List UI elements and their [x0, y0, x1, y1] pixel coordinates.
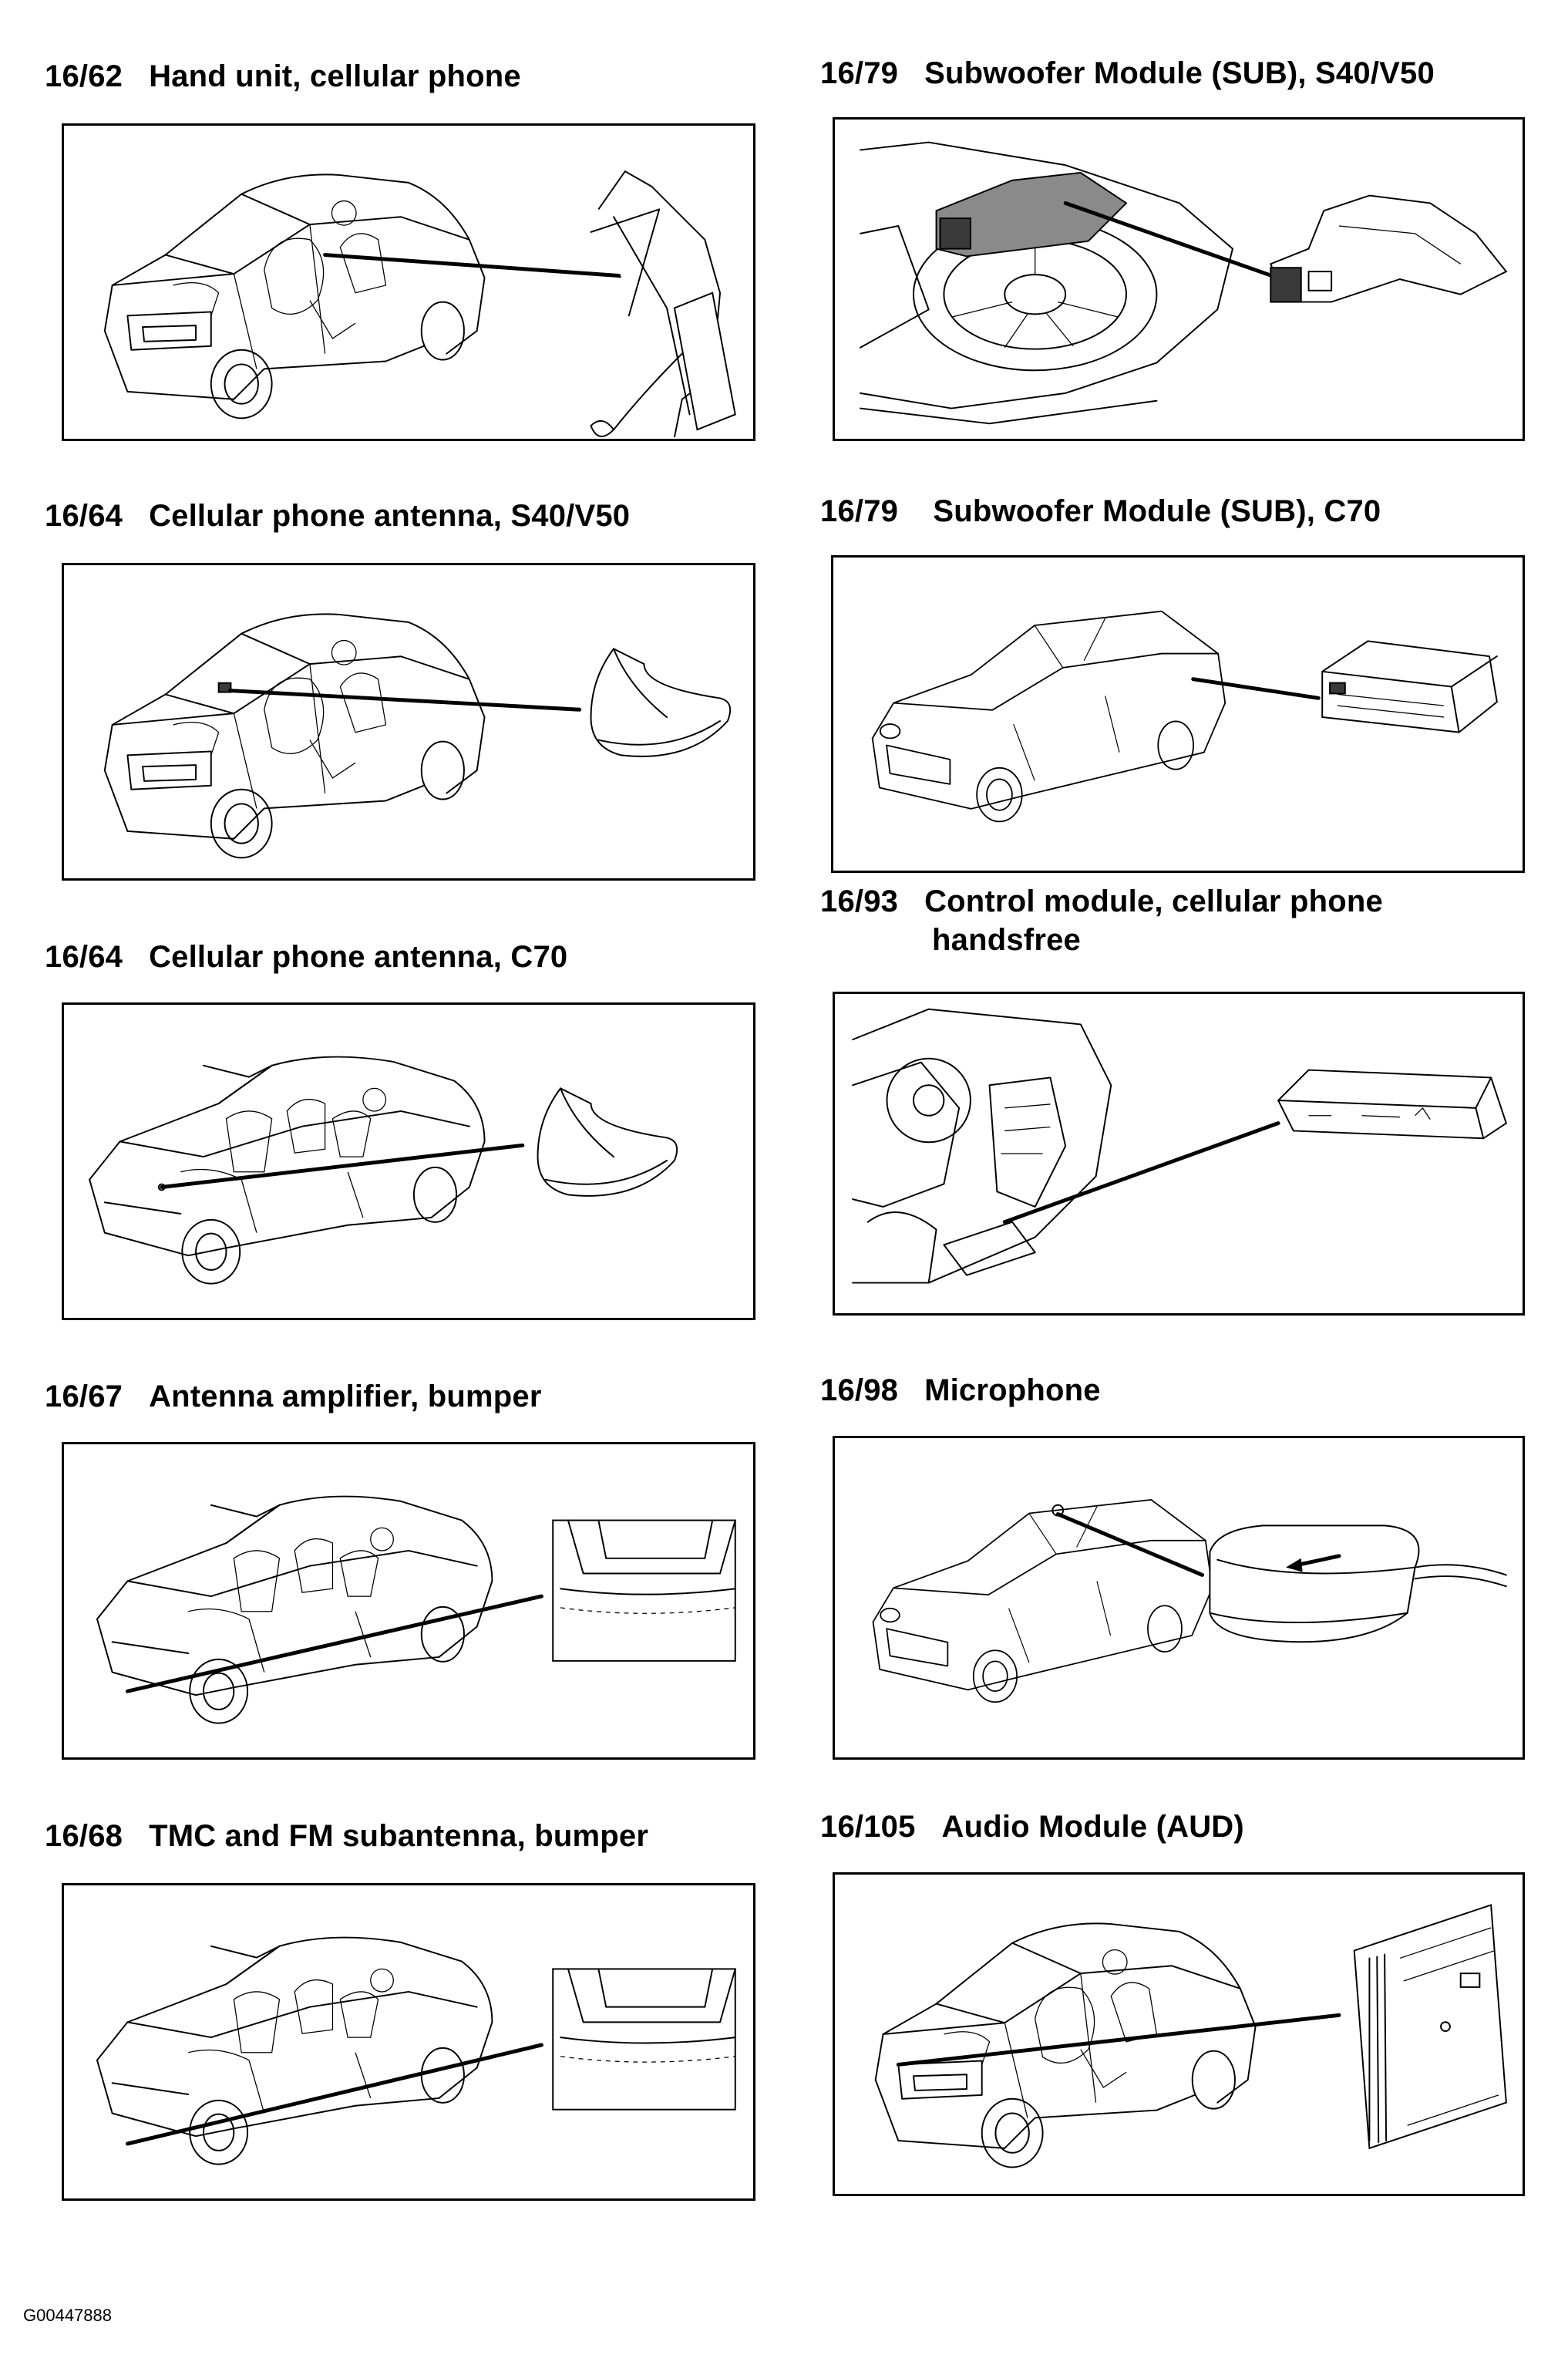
panel-name: Cellular phone antenna, C70 [149, 940, 568, 974]
panel-title-microphone: 16/98 Microphone [820, 1371, 1101, 1410]
panel-title-control-module: 16/93 Control module, cellular phone han… [820, 882, 1383, 959]
antenna-amplifier-illustration [96, 1495, 736, 1724]
panel-name: Hand unit, cellular phone [149, 59, 521, 93]
panel-title-hand-unit: 16/62 Hand unit, cellular phone [45, 57, 521, 96]
panel-code: 16/64 [45, 940, 123, 974]
figure-microphone [833, 1436, 1525, 1760]
panel-name-line2: handsfree [932, 923, 1081, 957]
antenna-c70-illustration [89, 1056, 678, 1285]
panel-name: Audio Module (AUD) [941, 1810, 1244, 1844]
panel-name: Antenna amplifier, bumper [149, 1380, 542, 1413]
subwoofer-c70-illustration [871, 610, 1498, 823]
antenna-s40-illustration [103, 613, 732, 859]
microphone-illustration [872, 1498, 1507, 1703]
figure-antenna-c70 [62, 1002, 755, 1320]
panel-name: Subwoofer Module (SUB), C70 [933, 494, 1381, 528]
panel-title-tmc-fm: 16/68 TMC and FM subantenna, bumper [45, 1817, 648, 1855]
panel-title-subwoofer-s40: 16/79 Subwoofer Module (SUB), S40/V50 [820, 54, 1435, 93]
panel-name: Microphone [924, 1373, 1101, 1407]
figure-antenna-s40 [62, 563, 755, 881]
panel-title-antenna-s40: 16/64 Cellular phone antenna, S40/V50 [45, 497, 630, 535]
tmc-fm-illustration [96, 1936, 736, 2165]
figure-hand-unit [62, 123, 755, 441]
figure-control-module [833, 992, 1525, 1316]
panel-title-subwoofer-c70: 16/79 Subwoofer Module (SUB), C70 [820, 492, 1381, 531]
panel-name: Control module, cellular phone [924, 884, 1383, 918]
panel-code: 16/79 [820, 494, 899, 528]
panel-code: 16/64 [45, 499, 123, 533]
figure-subwoofer-s40 [833, 117, 1525, 441]
panel-title-antenna-amplifier: 16/67 Antenna amplifier, bumper [45, 1377, 542, 1416]
hand-unit-illustration [103, 170, 736, 438]
audio-module-illustration [874, 1904, 1507, 2168]
panel-code: 16/68 [45, 1819, 123, 1853]
panel-code: 16/93 [820, 884, 899, 918]
figure-tmc-fm [62, 1883, 755, 2201]
panel-name: TMC and FM subantenna, bumper [149, 1819, 649, 1853]
panel-name: Cellular phone antenna, S40/V50 [149, 499, 631, 533]
panel-code: 16/79 [820, 56, 899, 90]
figure-subwoofer-c70 [831, 555, 1525, 873]
panel-code: 16/67 [45, 1380, 123, 1413]
control-module-illustration [852, 1008, 1508, 1284]
figure-audio-module [833, 1872, 1525, 2196]
figure-id: G00447888 [23, 2306, 112, 2325]
panel-title-audio-module: 16/105 Audio Module (AUD) [820, 1808, 1244, 1846]
panel-code: 16/105 [820, 1810, 916, 1844]
figure-antenna-amplifier [62, 1442, 755, 1760]
subwoofer-s40-illustration [860, 141, 1508, 425]
panel-code: 16/98 [820, 1373, 899, 1407]
panel-code: 16/62 [45, 59, 123, 93]
panel-name: Subwoofer Module (SUB), S40/V50 [924, 56, 1435, 90]
panel-title-antenna-c70: 16/64 Cellular phone antenna, C70 [45, 938, 567, 976]
